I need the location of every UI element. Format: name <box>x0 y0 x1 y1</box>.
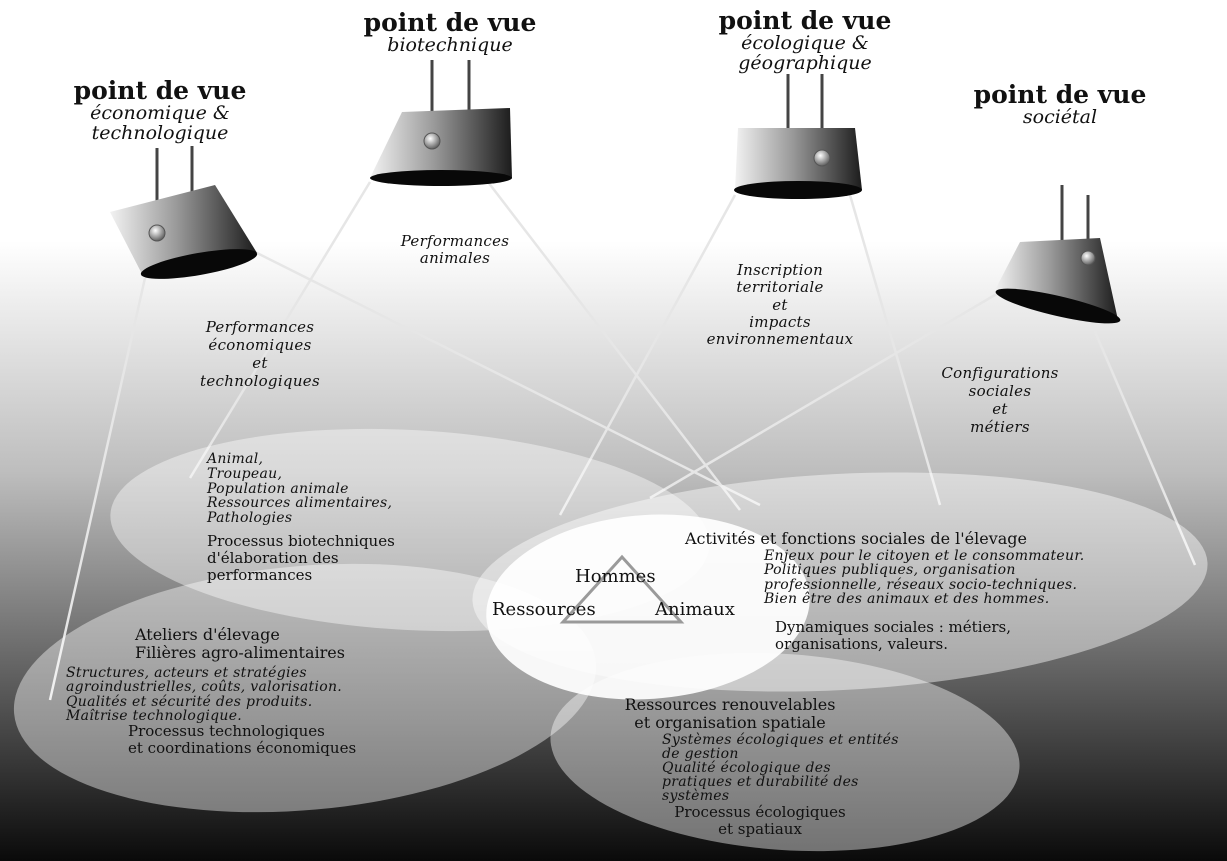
viewpoint-biotechnique: point de vue biotechnique <box>340 8 560 57</box>
region-ressources-title: Ressources renouvelables et organisation… <box>624 695 836 732</box>
region-ateliers-items: Structures, acteurs et stratégies agroin… <box>66 665 343 724</box>
region-ateliers-title: Ateliers d'élevage Filières agro-aliment… <box>135 625 345 662</box>
viewpoint-title: point de vue <box>363 8 537 37</box>
ellipse-ressources <box>550 652 1020 852</box>
region-social-process: Dynamiques sociales : métiers, organisat… <box>775 618 1012 653</box>
viewpoint-subtitle: biotechnique <box>387 34 513 57</box>
beam-line <box>487 181 741 511</box>
beam-line <box>188 181 372 479</box>
viewpoint-subtitle: géographique <box>738 52 872 75</box>
beam-line <box>558 194 737 516</box>
region-ressources-items: Systèmes écologiques et entités de gesti… <box>662 732 899 804</box>
region-ateliers-process: Processus technologiques et coordination… <box>128 722 357 757</box>
beam-line <box>1088 319 1197 566</box>
viewpoint-title: point de vue <box>718 6 892 35</box>
viewpoint-subtitle: écologique & <box>741 32 869 55</box>
beam-line <box>848 194 942 506</box>
viewpoint-title: point de vue <box>73 76 247 105</box>
beam-line <box>48 277 147 701</box>
beam-label-societal: Configurations sociales et métiers <box>941 364 1059 436</box>
beam-label-biotechnique: Performances animales <box>400 232 510 268</box>
viewpoint-societal: point de vue sociétal <box>950 80 1170 129</box>
region-biotech-items: Animal, Troupeau, Population animale Res… <box>207 451 393 527</box>
lamp-ecologique <box>734 74 862 199</box>
lamp-societal <box>995 185 1121 324</box>
region-ressources-process: Processus écologiques et spatiaux <box>674 803 846 838</box>
beam-label-economique: Performances économiques et technologiqu… <box>200 318 320 390</box>
beam-line <box>254 250 761 507</box>
ellipse-center <box>486 514 810 700</box>
lamp-biotechnique <box>370 60 512 186</box>
beam-line <box>649 290 1001 500</box>
ellipse-ateliers <box>13 563 597 813</box>
region-biotech-process: Processus biotechniques d'élaboration de… <box>207 532 395 584</box>
viewpoint-ecologique-geographique: point de vue écologique & géographique <box>690 6 920 75</box>
triangle-label-animaux: Animaux <box>655 599 735 620</box>
triangle-label-hommes: Hommes <box>575 566 656 587</box>
viewpoint-subtitle: technologique <box>91 122 229 145</box>
light-beams <box>48 181 1197 701</box>
lamp-economique <box>110 146 258 279</box>
viewpoint-title: point de vue <box>973 80 1147 109</box>
viewpoint-subtitle: économique & <box>90 102 230 125</box>
region-social-title: Activités et fonctions sociales de l'éle… <box>685 529 1027 548</box>
beam-label-ecologique: Inscription territoriale et impacts envi… <box>706 261 854 348</box>
triangle <box>559 554 685 624</box>
triangle-label-ressources: Ressources <box>492 599 596 620</box>
region-social-items: Enjeux pour le citoyen et le consommateu… <box>764 548 1085 607</box>
viewpoint-economique-technologique: point de vue économique & technologique <box>50 76 270 145</box>
viewpoint-subtitle: sociétal <box>1022 106 1098 129</box>
